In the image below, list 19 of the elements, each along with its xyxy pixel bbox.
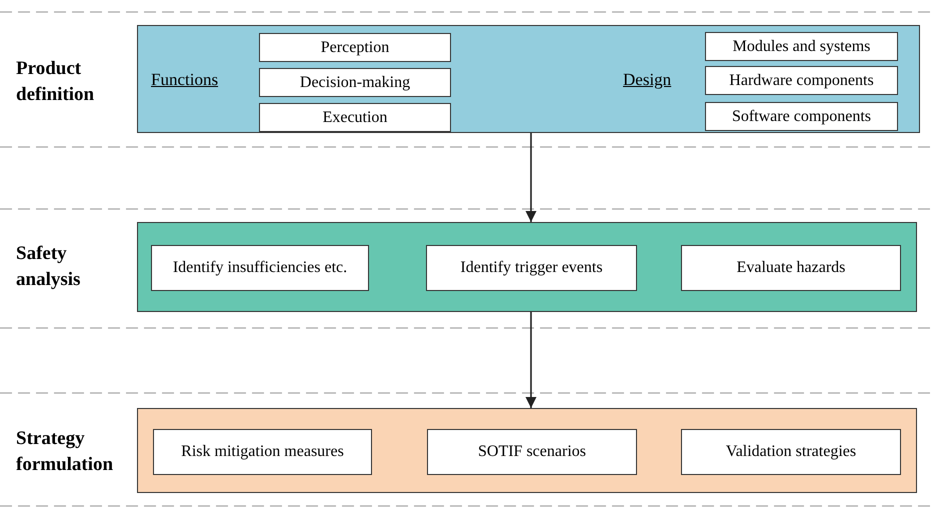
process-box: Decision-making (259, 68, 451, 97)
process-box: Identify trigger events (426, 245, 637, 291)
arrow (525, 133, 537, 222)
process-box: Software components (705, 102, 898, 131)
stage-heading: Strategy formulation (16, 427, 114, 477)
process-box: Perception (259, 33, 451, 62)
process-box: Validation strategies (681, 429, 901, 475)
stage-heading: Safety analysis (16, 242, 82, 292)
process-box: Modules and systems (705, 32, 898, 61)
stage-heading: Product definition (16, 57, 96, 107)
process-box: SOTIF scenarios (427, 429, 637, 475)
group-heading: Design (623, 70, 672, 90)
arrow (525, 312, 537, 408)
process-box: Identify insufficiencies etc. (151, 245, 369, 291)
process-box: Hardware components (705, 66, 898, 95)
process-box: Execution (259, 103, 451, 132)
group-heading: Functions (151, 70, 218, 90)
process-box: Risk mitigation measures (153, 429, 372, 475)
process-box: Evaluate hazards (681, 245, 901, 291)
